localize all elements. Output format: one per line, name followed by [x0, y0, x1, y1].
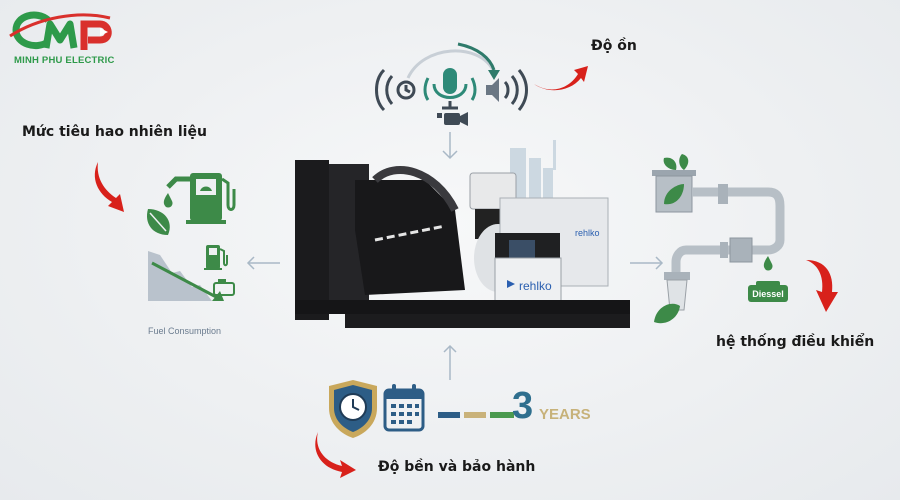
- cmp-logo-icon: [9, 11, 112, 50]
- connector-left-icon: [246, 256, 280, 270]
- arrow-fuel-icon: [94, 162, 124, 212]
- pipe-icon: [671, 187, 785, 272]
- brand-name: MINH PHU ELECTRIC: [14, 55, 115, 66]
- connector-bottom-icon: [443, 344, 457, 380]
- speaker-icon: [486, 69, 528, 111]
- generator-brand-small: rehlko: [575, 228, 600, 238]
- clock-sound-icon: [375, 68, 416, 112]
- label-control-system: hệ thống điều khiển: [716, 334, 875, 350]
- arrow-control-icon: [806, 260, 838, 312]
- timeline-bar-icon: [438, 412, 514, 418]
- warranty-icons: [329, 380, 514, 438]
- shield-clock-icon: [329, 380, 377, 438]
- camera-icon: [437, 112, 468, 126]
- filter-system-icons: [652, 154, 785, 324]
- fuel-consumption-caption: Fuel Consumption: [148, 326, 222, 336]
- diesel-tank-label: Diessel: [748, 281, 788, 302]
- fuel-pump-icon: [166, 173, 236, 224]
- label-durability-warranty: Độ bền và bảo hành: [378, 459, 536, 475]
- microphone-icon: [423, 68, 477, 110]
- noise-icons: [375, 42, 528, 160]
- decline-chart-icon: [148, 251, 212, 301]
- generator-image: rehlko rehlko: [295, 140, 630, 328]
- filter-tank-icon: [652, 170, 696, 213]
- arrow-noise-icon: [534, 66, 588, 91]
- warranty-years-number: 3: [512, 385, 534, 427]
- connector-right-icon: [630, 256, 664, 270]
- brand-logo: MINH PHU ELECTRIC: [8, 6, 133, 68]
- label-noise: Độ ồn: [591, 38, 637, 54]
- generator-brand-label: rehlko: [519, 279, 552, 293]
- fuel-drop-icon: [163, 193, 173, 208]
- label-fuel-consumption: Mức tiêu hao nhiên liệu: [22, 124, 207, 140]
- diesel-drop-icon: [763, 256, 773, 271]
- warranty-years-text: YEARS: [539, 406, 591, 423]
- fuel-icons: [146, 173, 236, 301]
- arrow-durability-icon: [315, 432, 356, 478]
- filter-icon: [664, 272, 690, 311]
- fuel-tank-icon: [213, 282, 235, 296]
- calendar-icon: [383, 384, 425, 432]
